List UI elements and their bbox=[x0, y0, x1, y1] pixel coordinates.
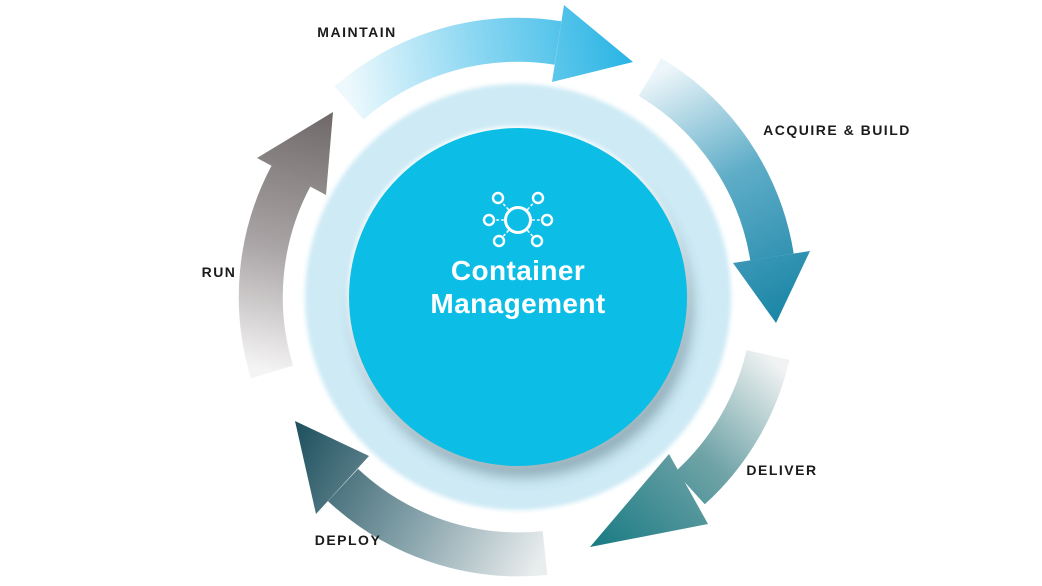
maintain-arrow bbox=[334, 5, 633, 120]
deliver-arrow bbox=[590, 349, 790, 547]
acquire-build-arrow bbox=[638, 58, 810, 323]
deploy-arrow bbox=[295, 421, 548, 577]
deliver-arrow-head bbox=[590, 454, 708, 547]
hub-icon-satellite-nodes bbox=[482, 191, 554, 248]
hub-network-icon bbox=[482, 191, 554, 248]
run-arrow-head bbox=[257, 112, 333, 195]
stage-label-maintain: MAINTAIN bbox=[317, 24, 397, 40]
deploy-arrow-head bbox=[295, 421, 369, 514]
deliver-arrow-band bbox=[674, 349, 790, 505]
stage-label-run: RUN bbox=[201, 264, 237, 280]
diagram-title: Container Management bbox=[430, 254, 605, 320]
deploy-arrow-band bbox=[327, 468, 548, 577]
diagram-title-line-2: Management bbox=[430, 288, 606, 319]
diagram-title-line-1: Container bbox=[450, 255, 586, 286]
hub-icon-center-node bbox=[504, 206, 532, 234]
maintain-arrow-band bbox=[334, 17, 562, 120]
halo-ring bbox=[305, 84, 731, 510]
stage-label-deploy: DEPLOY bbox=[314, 532, 382, 548]
stage-label-acquire-build: ACQUIRE & BUILD bbox=[763, 122, 911, 138]
center-circle bbox=[349, 128, 687, 466]
run-arrow bbox=[238, 112, 333, 379]
run-arrow-band bbox=[238, 165, 311, 379]
acquire-build-arrow-band bbox=[638, 58, 794, 261]
acquire-build-arrow-head bbox=[733, 251, 810, 323]
maintain-arrow-head bbox=[552, 5, 633, 82]
stage-label-deliver: DELIVER bbox=[746, 462, 818, 478]
